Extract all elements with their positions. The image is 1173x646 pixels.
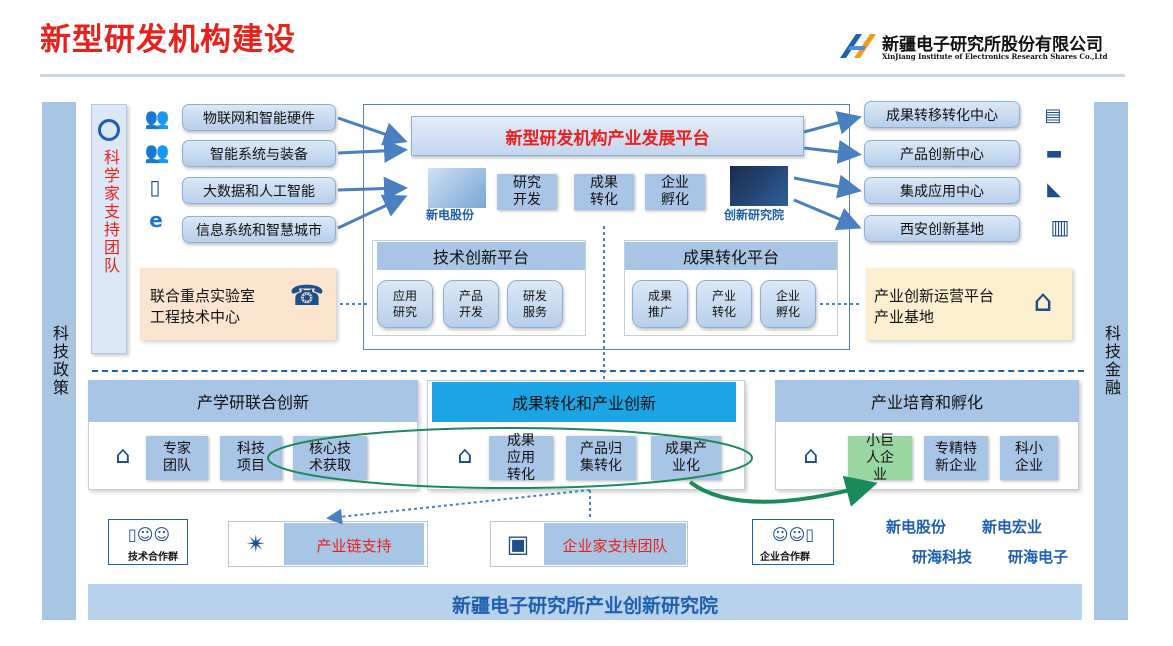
page-title: 新型研发机构建设 bbox=[40, 22, 296, 58]
building-icon: ⌂ bbox=[457, 441, 473, 469]
platform-item: 成果转化 bbox=[574, 174, 634, 210]
tech-item: 研发服务 bbox=[507, 280, 563, 328]
truck-icon: ▤ bbox=[1044, 104, 1062, 126]
company-name: 新疆电子研究所股份有限公司 bbox=[882, 35, 1103, 55]
research-institute-label: 创新研究院 bbox=[724, 208, 785, 222]
section-item: 产品归集转化 bbox=[566, 436, 636, 480]
section-item: 科小企业 bbox=[1000, 436, 1058, 480]
headset-icon bbox=[98, 119, 120, 141]
entrepreneur-bar bbox=[544, 523, 686, 565]
section-divider bbox=[92, 370, 1084, 372]
section-title: 产学研联合创新 bbox=[88, 380, 418, 422]
section-item: 成果产业化 bbox=[651, 436, 721, 480]
output-pill: 集成应用中心 bbox=[864, 177, 1020, 204]
chain-bar bbox=[284, 523, 424, 565]
presenter-icon: ▣ bbox=[506, 530, 530, 558]
fax-icon: ☎ bbox=[289, 278, 325, 312]
section-title: 产业培育和孵化 bbox=[775, 380, 1079, 422]
input-pill: 智能系统与装备 bbox=[182, 140, 336, 167]
luggage-icon: ▥ bbox=[1050, 215, 1070, 239]
chain-label: 产业链支持 bbox=[316, 537, 392, 555]
input-pill: 大数据和人工智能 bbox=[182, 177, 336, 204]
section-item: 核心技术获取 bbox=[293, 436, 367, 480]
input-pill: 物联网和智能硬件 bbox=[182, 104, 336, 131]
result-item: 成果推广 bbox=[632, 280, 688, 328]
platform-title-bar bbox=[411, 116, 804, 156]
output-pill: 成果转移转化中心 bbox=[864, 101, 1020, 128]
tech-item: 应用研究 bbox=[377, 280, 433, 328]
company-name: 新电宏业 bbox=[982, 518, 1043, 536]
footer-bar bbox=[88, 584, 1082, 620]
tech-item: 产品开发 bbox=[443, 280, 499, 328]
ops-label-2: 产业基地 bbox=[874, 308, 935, 326]
building-icon: ⌂ bbox=[115, 441, 131, 469]
footer-title: 新疆电子研究所产业创新研究院 bbox=[451, 595, 718, 617]
people-icon: 👥 bbox=[144, 140, 170, 164]
new-electric-image bbox=[428, 168, 486, 208]
van-icon: ▬ bbox=[1045, 142, 1063, 164]
group-phone-icon: ☺☺▯ bbox=[771, 524, 815, 544]
tech-platform-title: 技术创新平台 bbox=[377, 242, 585, 270]
browser-icon: e bbox=[149, 208, 163, 232]
ops-box bbox=[866, 268, 1072, 340]
company-name: 研海电子 bbox=[1008, 548, 1069, 566]
section-item: 专精特新企业 bbox=[924, 436, 988, 480]
lab-box bbox=[140, 268, 336, 340]
company-name-en: XinJiang Institute of Electronics Resear… bbox=[882, 52, 1108, 61]
people-icon: 👥 bbox=[144, 106, 170, 130]
phone-group-icon: ▯☺☺ bbox=[127, 524, 171, 544]
building-icon: ⌂ bbox=[1033, 283, 1053, 319]
company-name: 研海科技 bbox=[912, 548, 973, 566]
tech-group-box bbox=[108, 519, 188, 565]
input-pill: 信息系统和智慧城市 bbox=[182, 216, 336, 243]
building-icon: ⌂ bbox=[803, 441, 819, 469]
enterprise-group-box bbox=[752, 519, 834, 565]
output-pill: 西安创新基地 bbox=[864, 215, 1020, 242]
section-item: 小巨人企业 bbox=[848, 433, 912, 483]
camera-icon: ◣ bbox=[1047, 178, 1061, 200]
section-item: 科技项目 bbox=[220, 436, 282, 480]
platform-item: 研究开发 bbox=[497, 174, 557, 210]
research-institute-image bbox=[730, 166, 788, 206]
section-title: 成果转化和产业创新 bbox=[432, 382, 736, 422]
scientist-team-panel: 科学家支持团队 bbox=[91, 104, 127, 354]
side-bar-policy: 科技政策 bbox=[42, 102, 76, 620]
result-item: 产业转化 bbox=[696, 280, 752, 328]
company-name: 新电股份 bbox=[886, 518, 947, 536]
lab-label-1: 联合重点实验室 bbox=[150, 287, 256, 305]
platform-title: 新型研发机构产业发展平台 bbox=[505, 129, 710, 149]
output-pill: 产品创新中心 bbox=[864, 140, 1020, 167]
platform-item: 企业孵化 bbox=[645, 174, 705, 210]
section-item: 专家团队 bbox=[146, 436, 208, 480]
enterprise-group-label: 企业合作群 bbox=[760, 552, 810, 563]
header-divider bbox=[40, 74, 1125, 77]
network-icon: ✴ bbox=[245, 530, 267, 558]
company-logo-icon bbox=[840, 34, 876, 58]
ops-label-1: 产业创新运营平台 bbox=[874, 287, 995, 305]
side-bar-finance: 科技金融 bbox=[1094, 102, 1128, 620]
lab-label-2: 工程技术中心 bbox=[150, 308, 241, 326]
tech-group-label: 技术合作群 bbox=[128, 552, 178, 563]
entrepreneur-label: 企业家支持团队 bbox=[562, 537, 668, 555]
new-electric-label: 新电股份 bbox=[426, 208, 475, 222]
scientist-team-label: 科学家支持团队 bbox=[101, 149, 120, 275]
result-item: 企业孵化 bbox=[760, 280, 816, 328]
section-item: 成果应用转化 bbox=[489, 433, 553, 483]
result-platform-title: 成果转化平台 bbox=[625, 242, 837, 270]
phone-icon: ▯ bbox=[149, 175, 161, 199]
